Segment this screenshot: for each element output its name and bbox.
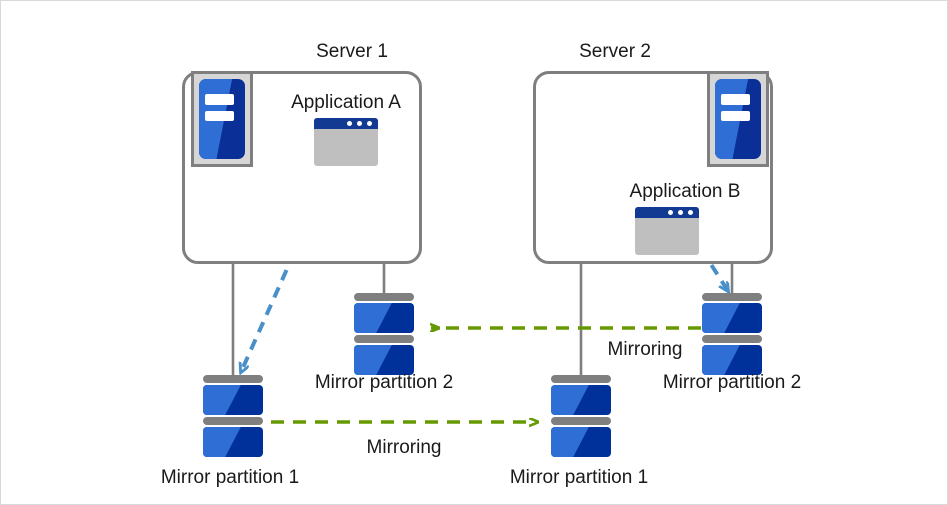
app-titlebar <box>314 118 378 129</box>
disk-cap-1 <box>551 375 611 383</box>
disk-plate-1 <box>702 303 762 333</box>
server-icon-bar-1 <box>721 94 750 105</box>
access-arrow-app-b <box>689 231 728 291</box>
disk-plate-2 <box>203 427 263 457</box>
server-icon-bar-2 <box>205 111 234 122</box>
application-window-icon <box>635 207 699 255</box>
disk-icon[interactable] <box>203 375 263 459</box>
disk-cap-2 <box>354 335 414 343</box>
mirroring-label-upper: Mirroring <box>607 339 683 360</box>
app-titlebar <box>635 207 699 218</box>
application-a-label: Application A <box>291 92 401 113</box>
disk-label-s2-partition-1: Mirror partition 1 <box>509 467 649 488</box>
mirroring-label-lower: Mirroring <box>366 437 442 458</box>
disk-label-s1-partition-1: Mirror partition 1 <box>160 467 300 488</box>
server-2-label: Server 2 <box>579 41 651 62</box>
disk-plate-2 <box>702 345 762 375</box>
disk-label-s2-partition-2: Mirror partition 2 <box>662 372 802 393</box>
disk-cap-1 <box>203 375 263 383</box>
disk-plate-1 <box>354 303 414 333</box>
disk-cap-2 <box>551 417 611 425</box>
server-icon-body <box>715 79 761 159</box>
disk-cap-2 <box>702 335 762 343</box>
app-dot-1 <box>668 210 673 215</box>
disk-plate-1 <box>203 385 263 415</box>
disk-cap-1 <box>354 293 414 301</box>
disk-cap-2 <box>203 417 263 425</box>
disk-plate-2 <box>354 345 414 375</box>
app-dot-2 <box>678 210 683 215</box>
server-icon <box>191 71 253 167</box>
disk-plate-2 <box>551 427 611 457</box>
app-dot-3 <box>688 210 693 215</box>
server-icon-bar-2 <box>721 111 750 122</box>
app-dot-3 <box>367 121 372 126</box>
disk-icon[interactable] <box>702 293 762 377</box>
disk-cap-1 <box>702 293 762 301</box>
disk-icon[interactable] <box>354 293 414 377</box>
disk-plate-1 <box>551 385 611 415</box>
app-dot-1 <box>347 121 352 126</box>
disk-label-s1-partition-2: Mirror partition 2 <box>314 372 454 393</box>
application-window-icon <box>314 118 378 166</box>
server-icon-body <box>199 79 245 159</box>
server-icon-bar-1 <box>205 94 234 105</box>
server-icon <box>707 71 769 167</box>
application-b-label: Application B <box>629 181 741 202</box>
server-1-label: Server 1 <box>316 41 388 62</box>
disk-icon[interactable] <box>551 375 611 459</box>
app-dot-2 <box>357 121 362 126</box>
